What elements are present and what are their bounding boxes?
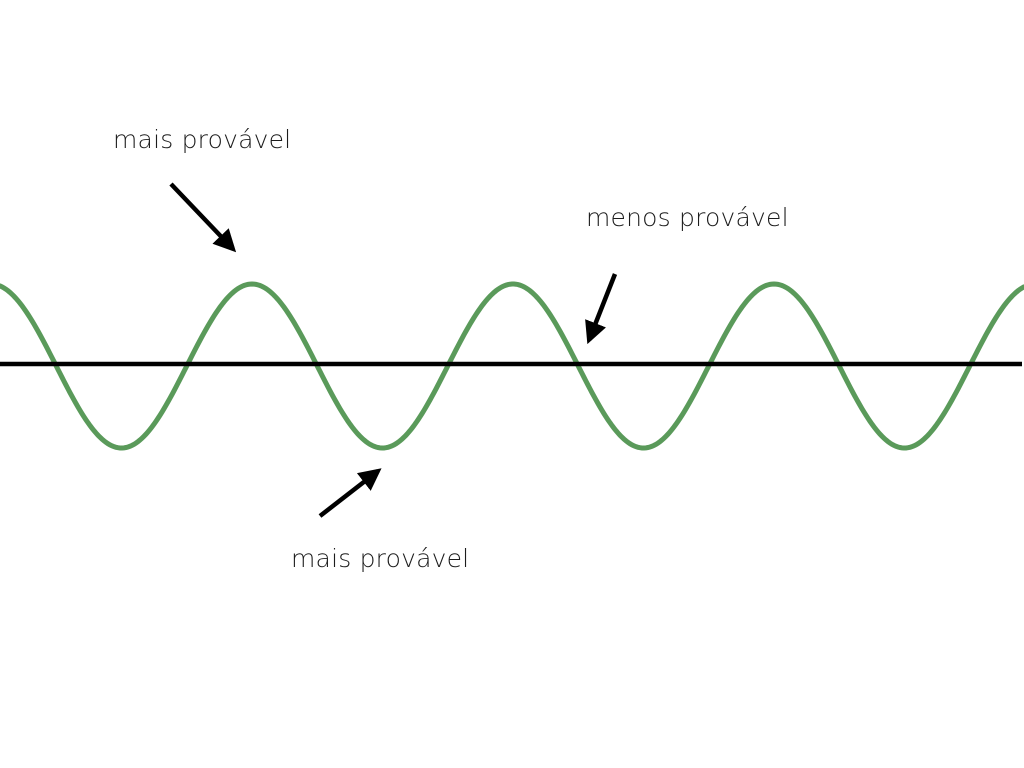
arrow-to-axis-crossing bbox=[585, 273, 618, 345]
sine-wave bbox=[0, 281, 1024, 451]
label-most-probable-bottom: mais provável bbox=[291, 544, 470, 573]
label-most-probable-top: mais provável bbox=[113, 125, 292, 154]
label-least-probable: menos provável bbox=[586, 203, 789, 232]
arrow-to-trough bbox=[318, 468, 382, 518]
arrow-to-top-peak bbox=[169, 182, 237, 253]
